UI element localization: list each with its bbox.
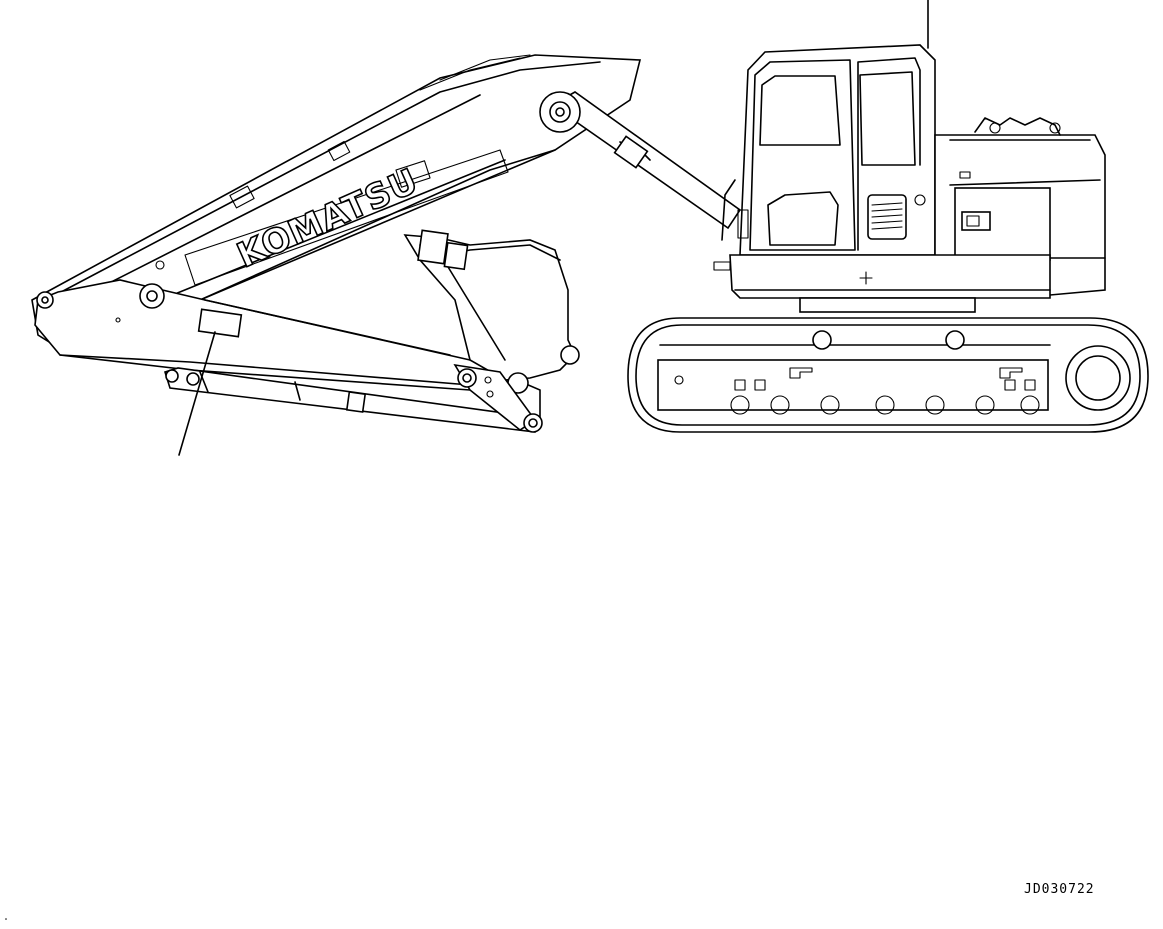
leader-line — [178, 331, 216, 456]
boom — [31, 54, 642, 351]
upper-structure — [713, 117, 1106, 299]
corner-dot — [5, 918, 7, 920]
undercarriage — [627, 297, 1149, 433]
drawing-code: JD030722 — [1024, 882, 1095, 897]
bucket — [403, 229, 580, 433]
boom-cylinder — [539, 91, 742, 230]
cab — [721, 0, 936, 256]
